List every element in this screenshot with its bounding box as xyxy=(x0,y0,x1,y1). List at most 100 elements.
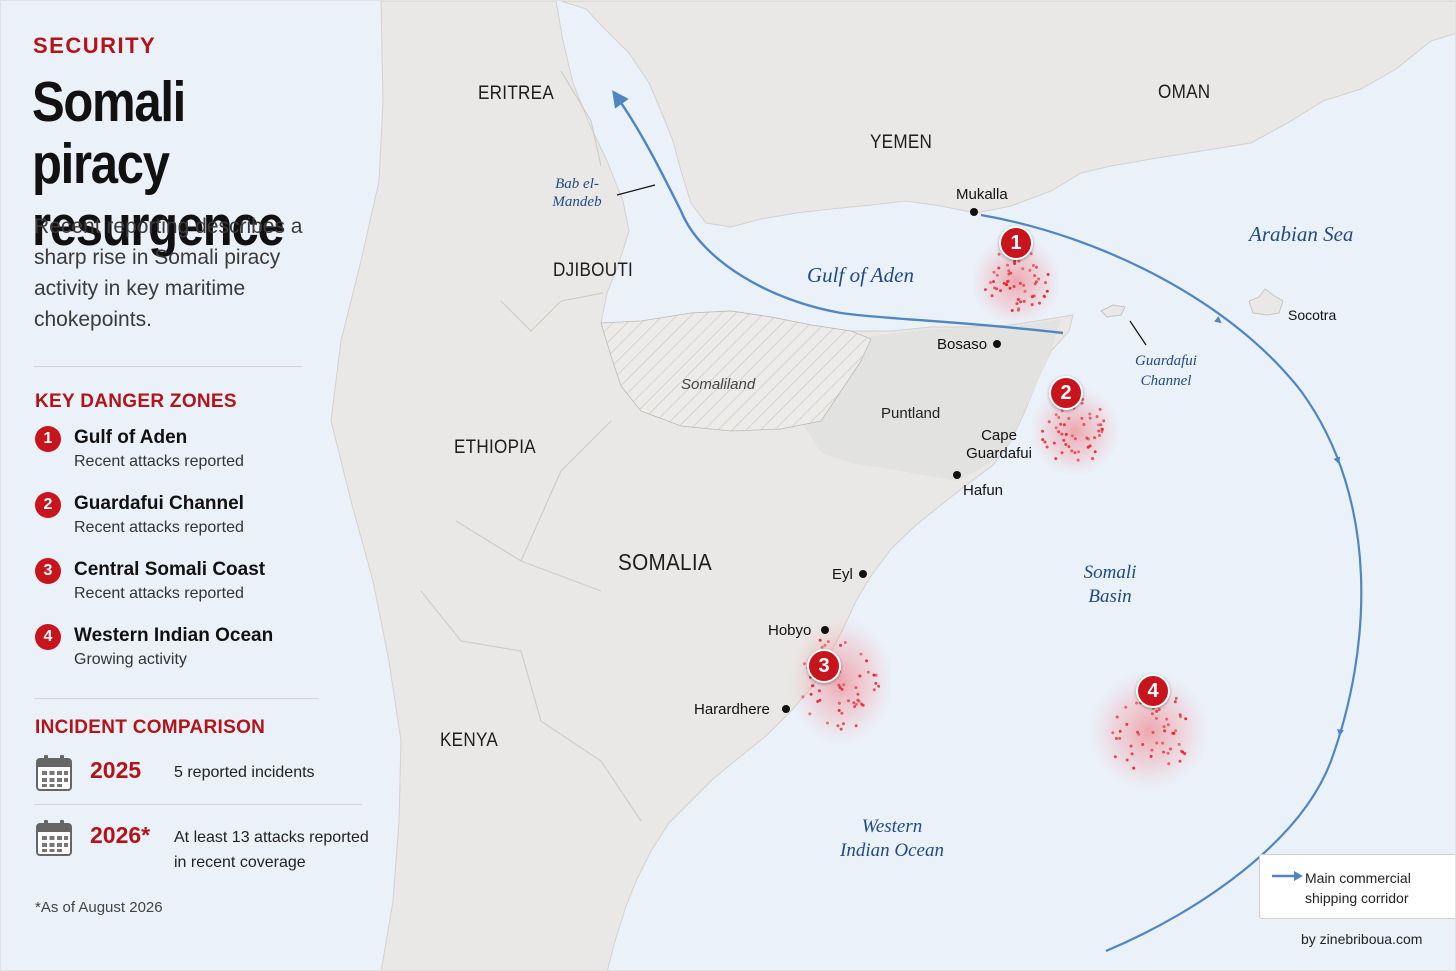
label-somalia: SOMALIA xyxy=(618,549,712,575)
hotspot-speckle xyxy=(1111,731,1115,735)
hotspot-speckle xyxy=(1052,441,1056,445)
hotspot-speckle xyxy=(859,652,863,656)
zone-marker-4[interactable]: 4 xyxy=(1136,674,1170,708)
hotspot-speckle xyxy=(839,727,843,731)
hotspot-speckle xyxy=(1125,758,1129,762)
hotspot-speckle xyxy=(840,687,844,691)
label-eritrea: ERITREA xyxy=(478,83,555,104)
hotspot-speckle xyxy=(1166,751,1170,755)
label-bosaso: Bosaso xyxy=(937,336,988,353)
hotspot-speckle xyxy=(1018,281,1022,285)
zone-marker-2[interactable]: 2 xyxy=(1049,376,1083,410)
hotspot-speckle xyxy=(842,683,846,687)
hotspot-speckle xyxy=(1100,430,1104,434)
city-dot-mukalla xyxy=(970,208,978,216)
hotspot-speckle xyxy=(802,662,806,666)
hotspot-speckle xyxy=(1162,750,1165,754)
hotspot-speckle xyxy=(1070,449,1074,453)
hotspot-speckle xyxy=(837,683,841,687)
hotspot-speckle xyxy=(1070,434,1074,438)
somaliland-area xyxy=(600,310,872,432)
leader-bab xyxy=(616,184,656,196)
divider xyxy=(34,698,319,699)
incident-year: 2026* xyxy=(90,822,151,848)
hotspot-speckle xyxy=(999,289,1003,293)
label-hobyo: Hobyo xyxy=(768,622,812,639)
incidents-heading: INCIDENT COMPARISON xyxy=(35,717,266,738)
hotspot-speckle xyxy=(995,273,999,277)
hotspot-speckle xyxy=(1043,295,1047,299)
hotspot-speckle xyxy=(836,724,840,728)
incident-row-2025: 2025 5 reported incidents xyxy=(35,754,365,814)
zones-heading: KEY DANGER ZONES xyxy=(35,391,237,412)
hotspot-speckle xyxy=(1183,752,1186,756)
hotspot-speckle xyxy=(1124,705,1128,709)
left-panel: SECURITY Somali piracy resurgence Recent… xyxy=(1,1,381,970)
hotspot-speckle xyxy=(1155,741,1159,745)
hotspot-speckle xyxy=(866,670,870,674)
hotspot-speckle xyxy=(1017,259,1021,263)
zone-name: Guardafui Channel xyxy=(74,493,244,514)
hotspot-speckle xyxy=(1023,289,1027,293)
hotspot-speckle xyxy=(1102,419,1106,423)
hotspot-speckle xyxy=(843,641,847,644)
label-gulf-of-aden: Gulf of Aden xyxy=(807,263,914,287)
divider xyxy=(34,366,302,367)
city-dot-eyl xyxy=(859,570,867,578)
hotspot-speckle xyxy=(1035,265,1038,269)
hotspot-speckle xyxy=(1021,267,1025,271)
socotra-island xyxy=(1248,288,1284,316)
page-title: Somali piracy resurgence xyxy=(32,70,285,258)
label-western-indian-ocean: Western Indian Ocean xyxy=(840,816,944,861)
hotspot-speckle xyxy=(1010,309,1014,312)
calendar-icon xyxy=(36,820,72,856)
zone-name: Gulf of Aden xyxy=(74,427,188,448)
hotspot-speckle xyxy=(1118,729,1122,733)
zone-name: Central Somali Coast xyxy=(74,559,266,580)
hotspot-speckle xyxy=(1041,429,1045,433)
zone-item-4: 4 Western Indian Ocean Growing activity xyxy=(35,624,335,680)
hotspot-speckle xyxy=(854,724,858,728)
hotspot-speckle xyxy=(1080,416,1084,420)
label-somaliland: Somaliland xyxy=(681,376,756,393)
hotspot-speckle xyxy=(1059,422,1063,426)
city-dot-bosaso xyxy=(993,340,1001,348)
hotspot-speckle xyxy=(1113,755,1117,759)
hotspot-speckle xyxy=(1060,409,1064,413)
hotspot-speckle xyxy=(1115,715,1119,719)
hotspot-speckle xyxy=(990,294,994,298)
route-arrow-icon xyxy=(1272,871,1303,881)
hotspot-speckle xyxy=(1064,443,1068,446)
hotspot-speckle xyxy=(826,721,829,725)
hotspot-speckle xyxy=(1093,436,1097,440)
hotspot-speckle xyxy=(1082,423,1086,426)
hotspot-speckle xyxy=(1008,286,1012,290)
hotspot-speckle xyxy=(1060,451,1064,455)
zone-marker-3[interactable]: 3 xyxy=(807,649,841,683)
hotspot-speckle xyxy=(1151,730,1155,734)
footnote: *As of August 2026 xyxy=(35,899,163,916)
hotspot-speckle xyxy=(992,270,996,274)
hotspot-speckle xyxy=(1150,748,1154,752)
hotspot-speckle xyxy=(1086,437,1090,441)
hotspot-speckle xyxy=(1129,744,1133,748)
hotspot-speckle xyxy=(857,699,861,703)
incident-note: 5 reported incidents xyxy=(174,764,315,781)
hotspot-speckle xyxy=(816,700,820,703)
hotspot-speckle xyxy=(1141,743,1145,746)
hotspot-speckle xyxy=(818,698,822,702)
hotspot-speckle xyxy=(858,674,862,678)
hotspot-speckle xyxy=(1057,430,1061,434)
hotspot-speckle xyxy=(1135,701,1139,705)
label-oman: OMAN xyxy=(1158,82,1211,103)
zone-item-1: 1 Gulf of Aden Recent attacks reported xyxy=(35,426,335,482)
hotspot-speckle xyxy=(818,638,822,642)
hotspot-speckle xyxy=(826,640,830,644)
hotspot-speckle xyxy=(872,688,876,692)
hotspot-speckle xyxy=(861,703,864,707)
label-djibouti: DJIBOUTI xyxy=(553,260,634,281)
zone-marker-1[interactable]: 1 xyxy=(999,226,1033,260)
zone-number-badge: 1 xyxy=(35,426,61,452)
